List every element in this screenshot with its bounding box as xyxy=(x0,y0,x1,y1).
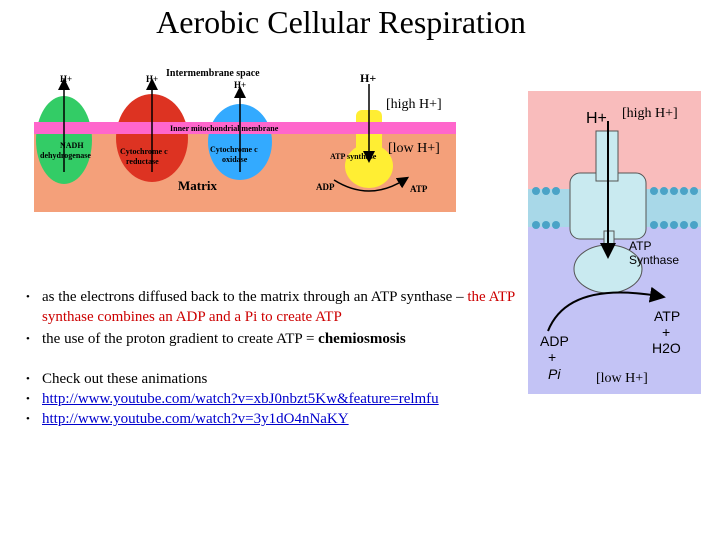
h2o-label: H2O xyxy=(652,340,681,356)
etc-diagram-svg: Inner mitochondrial membrane H+ H+ H+ H+… xyxy=(34,62,456,212)
bullet-item-4: • http://www.youtube.com/watch?v=xbJ0nbz… xyxy=(26,389,526,409)
high-h-overlay-left: [high H+] xyxy=(386,97,442,112)
inner-membrane-band xyxy=(34,122,456,134)
etc-diagram: Inner mitochondrial membrane H+ H+ H+ H+… xyxy=(34,62,456,212)
matrix-label: Matrix xyxy=(178,178,217,193)
bullet-3-text: Check out these animations xyxy=(42,371,208,387)
adp-to-atp-arrow xyxy=(333,176,410,192)
lipid-heads xyxy=(532,187,698,229)
bullet-2-text: the use of the proton gradient to create… xyxy=(42,331,319,347)
bullet-dot: • xyxy=(26,393,30,405)
atp-synthase-label: ATP synthase xyxy=(330,152,377,161)
h-plus-label-4: H+ xyxy=(360,71,376,85)
pi-label: Pi xyxy=(548,366,561,382)
youtube-link-2[interactable]: http://www.youtube.com/watch?v=3y1dO4nNa… xyxy=(42,411,349,427)
inner-membrane-label: Inner mitochondrial membrane xyxy=(170,124,279,133)
bullet-dot: • xyxy=(26,333,30,345)
atp-label: ATP xyxy=(410,184,428,194)
low-h-overlay-left: [low H+] xyxy=(388,141,440,156)
bullet-dot: • xyxy=(26,413,30,425)
youtube-link-1[interactable]: http://www.youtube.com/watch?v=xbJ0nbzt5… xyxy=(42,391,439,407)
adp-label-right: ADP xyxy=(540,333,569,349)
low-h-overlay-right: [low H+] xyxy=(596,371,648,386)
plus-label-1: + xyxy=(548,349,556,365)
h-plus-label-2: H+ xyxy=(146,74,158,84)
adp-to-atp-curve xyxy=(547,286,666,332)
bullet-1-text: as the electrons diffused back to the ma… xyxy=(42,289,468,305)
bullet-item-3: • Check out these animations xyxy=(26,369,526,389)
atp-label-right: ATP xyxy=(654,308,680,324)
slide-title: Aerobic Cellular Respiration xyxy=(156,4,526,40)
plus-label-2: + xyxy=(662,324,670,340)
h-plus-label-3: H+ xyxy=(234,80,246,90)
bullet-item-2: • the use of the proton gradient to crea… xyxy=(26,329,526,349)
intermembrane-label: Intermembrane space xyxy=(166,68,260,79)
bullet-1-highlight: the ATP synthase combines an ADP and a P… xyxy=(42,289,515,325)
bullet-dot: • xyxy=(26,291,30,303)
high-h-overlay-right: [high H+] xyxy=(622,106,678,121)
adp-label: ADP xyxy=(316,182,335,192)
bullet-dot: • xyxy=(26,373,30,385)
atp-synthase-head xyxy=(345,144,393,188)
h-plus-label: H+ xyxy=(586,110,607,127)
bullet-item-5: • http://www.youtube.com/watch?v=3y1dO4n… xyxy=(26,409,526,429)
chemiosmosis-term: chemiosmosis xyxy=(318,331,406,347)
bullet-item-1: • as the electrons diffused back to the … xyxy=(26,287,526,327)
bullet-list: • as the electrons diffused back to the … xyxy=(26,287,526,429)
h-plus-label-1: H+ xyxy=(60,74,72,84)
